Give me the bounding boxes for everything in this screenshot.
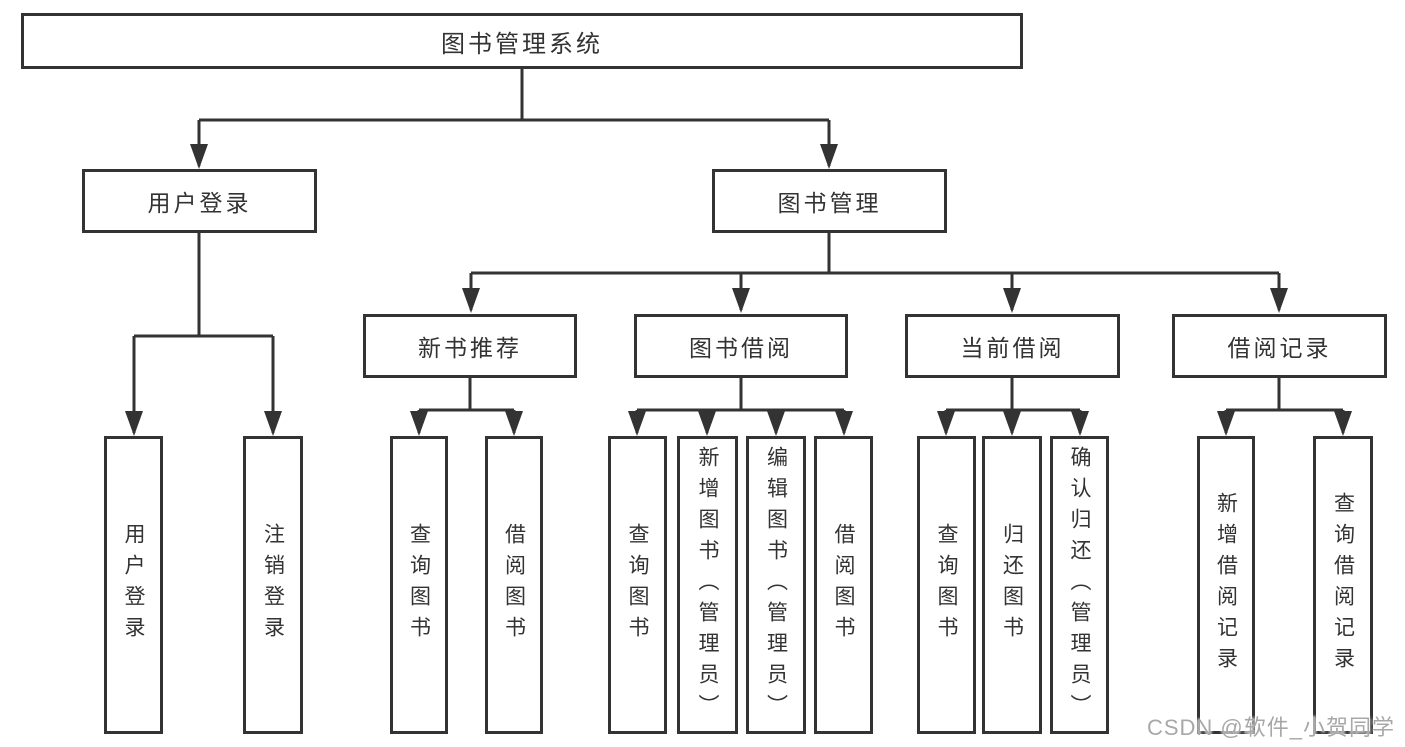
node-borrow-records: 借阅记录: [1172, 314, 1387, 378]
leaf-records-query-record: 查询借阅记录: [1313, 436, 1373, 734]
leaf-current-return-books: 归还图书: [982, 436, 1042, 734]
leaf-recommend-borrow-books: 借阅图书: [485, 436, 543, 734]
node-label: 图书管理系统: [441, 30, 603, 58]
node-book-borrow: 图书借阅: [634, 314, 848, 378]
leaf-label: 查询图书: [626, 523, 649, 647]
leaf-label: 注销登录: [261, 523, 285, 647]
node-label: 当前借阅: [960, 335, 1065, 361]
node-label: 图书借阅: [689, 335, 793, 361]
leaf-recommend-query-books: 查询图书: [390, 436, 448, 734]
node-book-management: 图书管理: [712, 169, 947, 233]
node-label: 用户登录: [147, 190, 252, 216]
leaf-label: 查询图书: [407, 523, 431, 647]
leaf-user-login: 用户登录: [104, 436, 163, 734]
node-label: 图书管理: [777, 190, 882, 216]
leaf-label: 新增借阅记录: [1214, 492, 1238, 678]
node-library-management-system: 图书管理系统: [21, 13, 1023, 69]
leaf-label: 借阅图书: [502, 523, 526, 647]
leaf-current-confirm-return-admin: 确认归还（管理员）: [1050, 436, 1109, 734]
node-user-login: 用户登录: [82, 169, 317, 233]
leaf-label: 归还图书: [1000, 523, 1024, 647]
leaf-label: 用户登录: [122, 523, 145, 647]
csdn-watermark: CSDN @软件_小贺同学: [1146, 715, 1395, 740]
node-label: 借阅记录: [1227, 335, 1332, 361]
leaf-label: 借阅图书: [832, 523, 855, 647]
leaf-records-add-record: 新增借阅记录: [1197, 436, 1255, 734]
node-label: 新书推荐: [418, 335, 522, 361]
leaf-label: 查询图书: [935, 523, 958, 647]
leaf-label: 编辑图书（管理员）: [764, 445, 788, 725]
node-new-book-recommend: 新书推荐: [363, 314, 577, 378]
leaf-borrow-edit-books-admin: 编辑图书（管理员）: [746, 436, 806, 734]
leaf-logout: 注销登录: [243, 436, 303, 734]
leaf-borrow-query-books: 查询图书: [608, 436, 667, 734]
leaf-borrow-borrow-books: 借阅图书: [814, 436, 873, 734]
leaf-label: 查询借阅记录: [1331, 492, 1355, 678]
leaf-label: 确认归还（管理员）: [1068, 445, 1091, 725]
node-current-borrow: 当前借阅: [905, 314, 1120, 378]
leaf-borrow-add-books-admin: 新增图书（管理员）: [677, 436, 738, 734]
leaf-label: 新增图书（管理员）: [696, 445, 719, 725]
leaf-current-query-books: 查询图书: [917, 436, 976, 734]
